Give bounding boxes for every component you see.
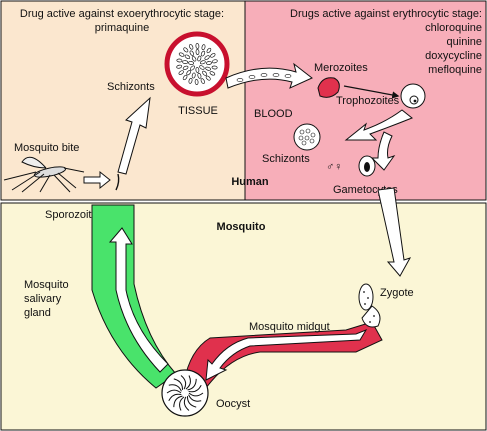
tissue-merozoite [210, 53, 216, 58]
mosquito-icon [3, 156, 85, 193]
tissue-merozoite [211, 59, 218, 64]
tissue-merozoite [201, 44, 206, 51]
mosquito-bite-label: Mosquito bite [14, 142, 79, 154]
schizonts-tissue-label: Schizonts [107, 81, 155, 93]
tissue-merozoite [182, 65, 189, 70]
oocyst-icon [161, 369, 209, 417]
oocyst-sporozoite [188, 392, 204, 397]
tissue-merozoite [209, 71, 216, 76]
oocyst-sporozoite [168, 393, 182, 402]
oocyst-sporozoite [173, 395, 183, 408]
oocyst-sporozoite [188, 394, 202, 402]
tissue-merozoite [206, 61, 212, 65]
ery-drug-3: doxycycline [425, 50, 482, 62]
tissue-merozoite [197, 55, 202, 62]
tissue-merozoite [191, 56, 197, 62]
exo-drug-heading: Drug active against exoerythrocytic stag… [20, 8, 224, 20]
merozoite-icon [317, 77, 340, 98]
ery-drug-2: quinine [447, 36, 482, 48]
tissue-schizont-icon [164, 31, 230, 97]
tissue-merozoite [189, 50, 195, 56]
tissue-merozoite [204, 55, 210, 60]
tissue-merozoite [194, 79, 199, 85]
salivary-label-2: salivary [24, 293, 62, 305]
oocyst-sporozoite [186, 396, 197, 408]
gametocyte-icon [358, 155, 376, 177]
sporozoite-single [115, 173, 120, 191]
salivary-label-3: gland [24, 307, 51, 319]
mosquito-panel [0, 202, 487, 431]
trophozoite-fork-arrow [344, 109, 413, 141]
ery-drug-4: mefloquine [428, 64, 482, 76]
oocyst-sporozoite [185, 375, 191, 390]
tissue-merozoite [182, 60, 189, 64]
tissue-merozoite [186, 70, 192, 76]
tissue-merozoite [182, 74, 188, 81]
merozoites-label: Merozoites [314, 62, 368, 74]
tissue-merozoite [205, 66, 211, 71]
tissue-merozoite [189, 44, 194, 50]
mosquito-label: Mosquito [217, 221, 266, 233]
tissue-merozoite [188, 77, 193, 84]
oocyst-sporozoite [187, 378, 197, 391]
gender-symbols: ♂♀ [326, 161, 343, 173]
tissue-merozoite [202, 70, 208, 76]
tissue-merozoite [200, 50, 206, 57]
oocyst-sporozoite [173, 378, 184, 390]
oocyst-sporozoite [180, 375, 187, 390]
tissue-merozoite [211, 65, 218, 70]
tissue-merozoite [200, 78, 205, 84]
tissue-to-blood-arrow [225, 62, 313, 89]
oocyst-sporozoite [166, 389, 182, 394]
salivary-label-1: Mosquito [24, 279, 69, 291]
human-label: Human [231, 176, 269, 188]
tissue-merozoite [184, 54, 191, 60]
tissue-merozoite [178, 52, 185, 57]
tissue-label: TISSUE [178, 105, 218, 117]
bite-small-arrow [83, 170, 111, 190]
merozoite-to-trophozoite-arrow [343, 85, 400, 99]
tissue-merozoite [195, 43, 200, 49]
tissue-merozoite [199, 60, 206, 65]
trophozoites-label: Trophozoites [336, 95, 400, 107]
trophozoite-icon [400, 83, 426, 109]
oocyst-sporozoite [188, 384, 202, 393]
tissue-merozoite [176, 58, 183, 63]
tissue-merozoite [178, 70, 184, 75]
trophozoite-to-gametocyte-arrow [370, 131, 396, 171]
tissue-merozoite [190, 65, 195, 71]
oocyst-to-sporozoite-arrow [108, 227, 169, 373]
tissue-merozoite [195, 49, 200, 55]
tissue-merozoite [197, 72, 202, 79]
blood-label: BLOOD [254, 108, 293, 120]
tissue-merozoite [206, 47, 212, 54]
tissue-merozoite [191, 72, 196, 79]
schizonts-blood-label: Schizonts [262, 153, 310, 165]
blood-schizont-icon [293, 123, 321, 151]
ery-drug-1: chloroquine [425, 22, 482, 34]
oocyst-sporozoite [183, 396, 190, 411]
gametocyte-to-zygote-arrow [377, 187, 412, 277]
midgut-label: Mosquito midgut [249, 321, 330, 333]
tissue-merozoite [188, 61, 195, 65]
tissue-merozoite [199, 65, 205, 70]
zygote-label: Zygote [380, 287, 414, 299]
bite-to-tissue-arrow [117, 96, 151, 175]
exo-drug-name: primaquine [95, 22, 149, 34]
tissue-merozoite [183, 47, 189, 53]
tissue-merozoite [195, 67, 200, 73]
sporozoites-label: Sporozoites [45, 209, 104, 221]
oocyst-label: Oocyst [216, 398, 250, 410]
oocyst-sporozoite [168, 384, 182, 392]
oocyst-sporozoite [179, 396, 185, 411]
tissue-merozoite [176, 64, 183, 69]
zygote-to-oocyst-arrow [205, 328, 368, 381]
tissue-merozoite [205, 75, 211, 81]
zygote-icon [358, 283, 381, 328]
ery-drug-heading: Drugs active against erythrocytic stage: [290, 8, 482, 20]
